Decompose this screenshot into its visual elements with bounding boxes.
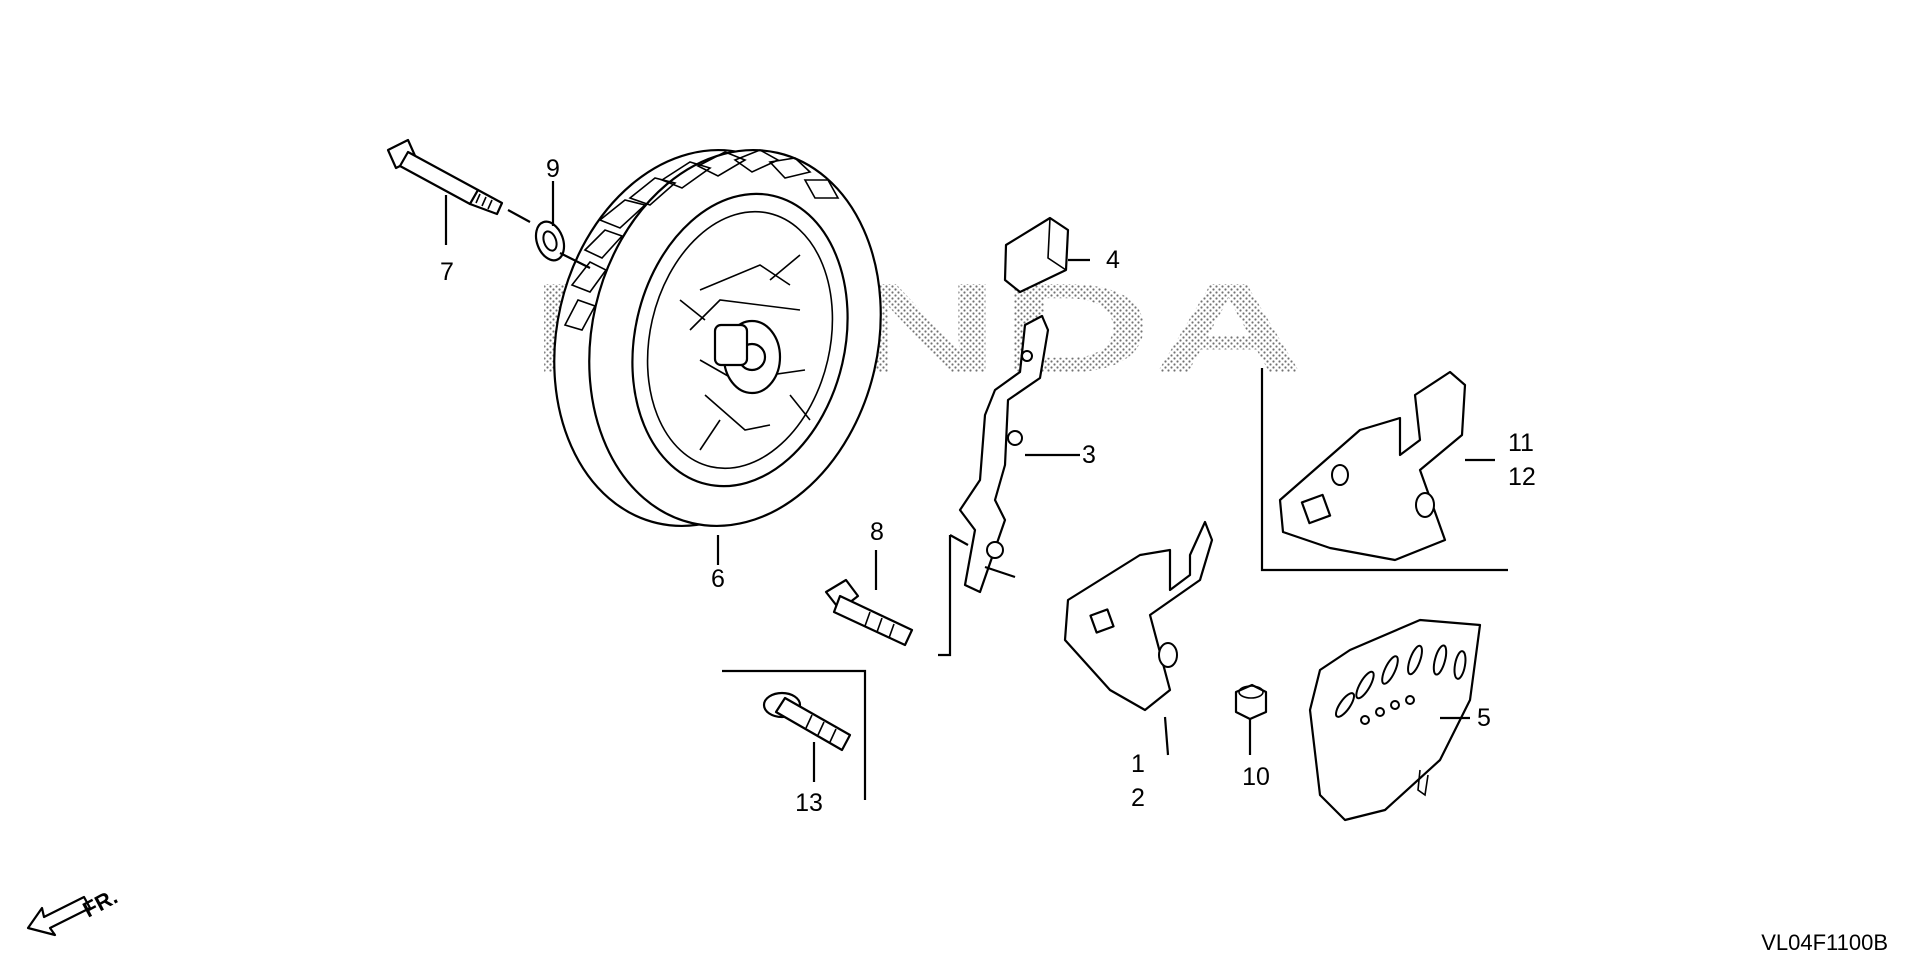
nut bbox=[1234, 683, 1268, 721]
cover-plate bbox=[1308, 618, 1482, 822]
callout-5: 5 bbox=[1477, 704, 1491, 732]
lever-bracket bbox=[958, 314, 1050, 594]
callout-2: 2 bbox=[1131, 784, 1145, 812]
callout-12: 12 bbox=[1508, 463, 1536, 491]
front-arrow-icon bbox=[26, 895, 92, 937]
height-plate-alt bbox=[1278, 370, 1467, 562]
callout-11: 11 bbox=[1508, 429, 1534, 457]
diagram-code: VL04F1100B bbox=[1761, 930, 1888, 955]
callout-6: 6 bbox=[711, 565, 725, 593]
front-direction-indicator: FR. bbox=[26, 884, 122, 937]
tread-blocks bbox=[563, 149, 840, 331]
callout-4: 4 bbox=[1106, 246, 1120, 274]
callout-10: 10 bbox=[1242, 763, 1270, 791]
axle-bolt bbox=[386, 138, 504, 216]
callout-labels: 7 9 6 4 3 8 1 2 10 5 11 12 13 bbox=[440, 155, 1536, 817]
front-label: FR. bbox=[79, 884, 122, 923]
callout-13: 13 bbox=[795, 789, 823, 817]
callout-8: 8 bbox=[870, 518, 884, 546]
wheel-spokes bbox=[679, 254, 811, 451]
wheel-assembly bbox=[553, 148, 882, 528]
bracket-line-11-12 bbox=[1260, 368, 1508, 572]
bracket-line-13 bbox=[722, 669, 867, 800]
cap bbox=[1003, 216, 1070, 294]
callout-9: 9 bbox=[546, 155, 560, 183]
hub-collar bbox=[713, 323, 749, 367]
callout-1: 1 bbox=[1131, 750, 1145, 778]
callout-7: 7 bbox=[440, 258, 454, 286]
bracket-line-8 bbox=[938, 535, 952, 657]
callout-3: 3 bbox=[1082, 441, 1096, 469]
flange-bolt bbox=[824, 578, 914, 647]
wheel-inner-rim bbox=[646, 210, 834, 470]
washer bbox=[534, 220, 566, 262]
shoulder-bolt bbox=[762, 691, 852, 752]
height-plate bbox=[1063, 520, 1214, 712]
leader-lines bbox=[444, 181, 1508, 800]
